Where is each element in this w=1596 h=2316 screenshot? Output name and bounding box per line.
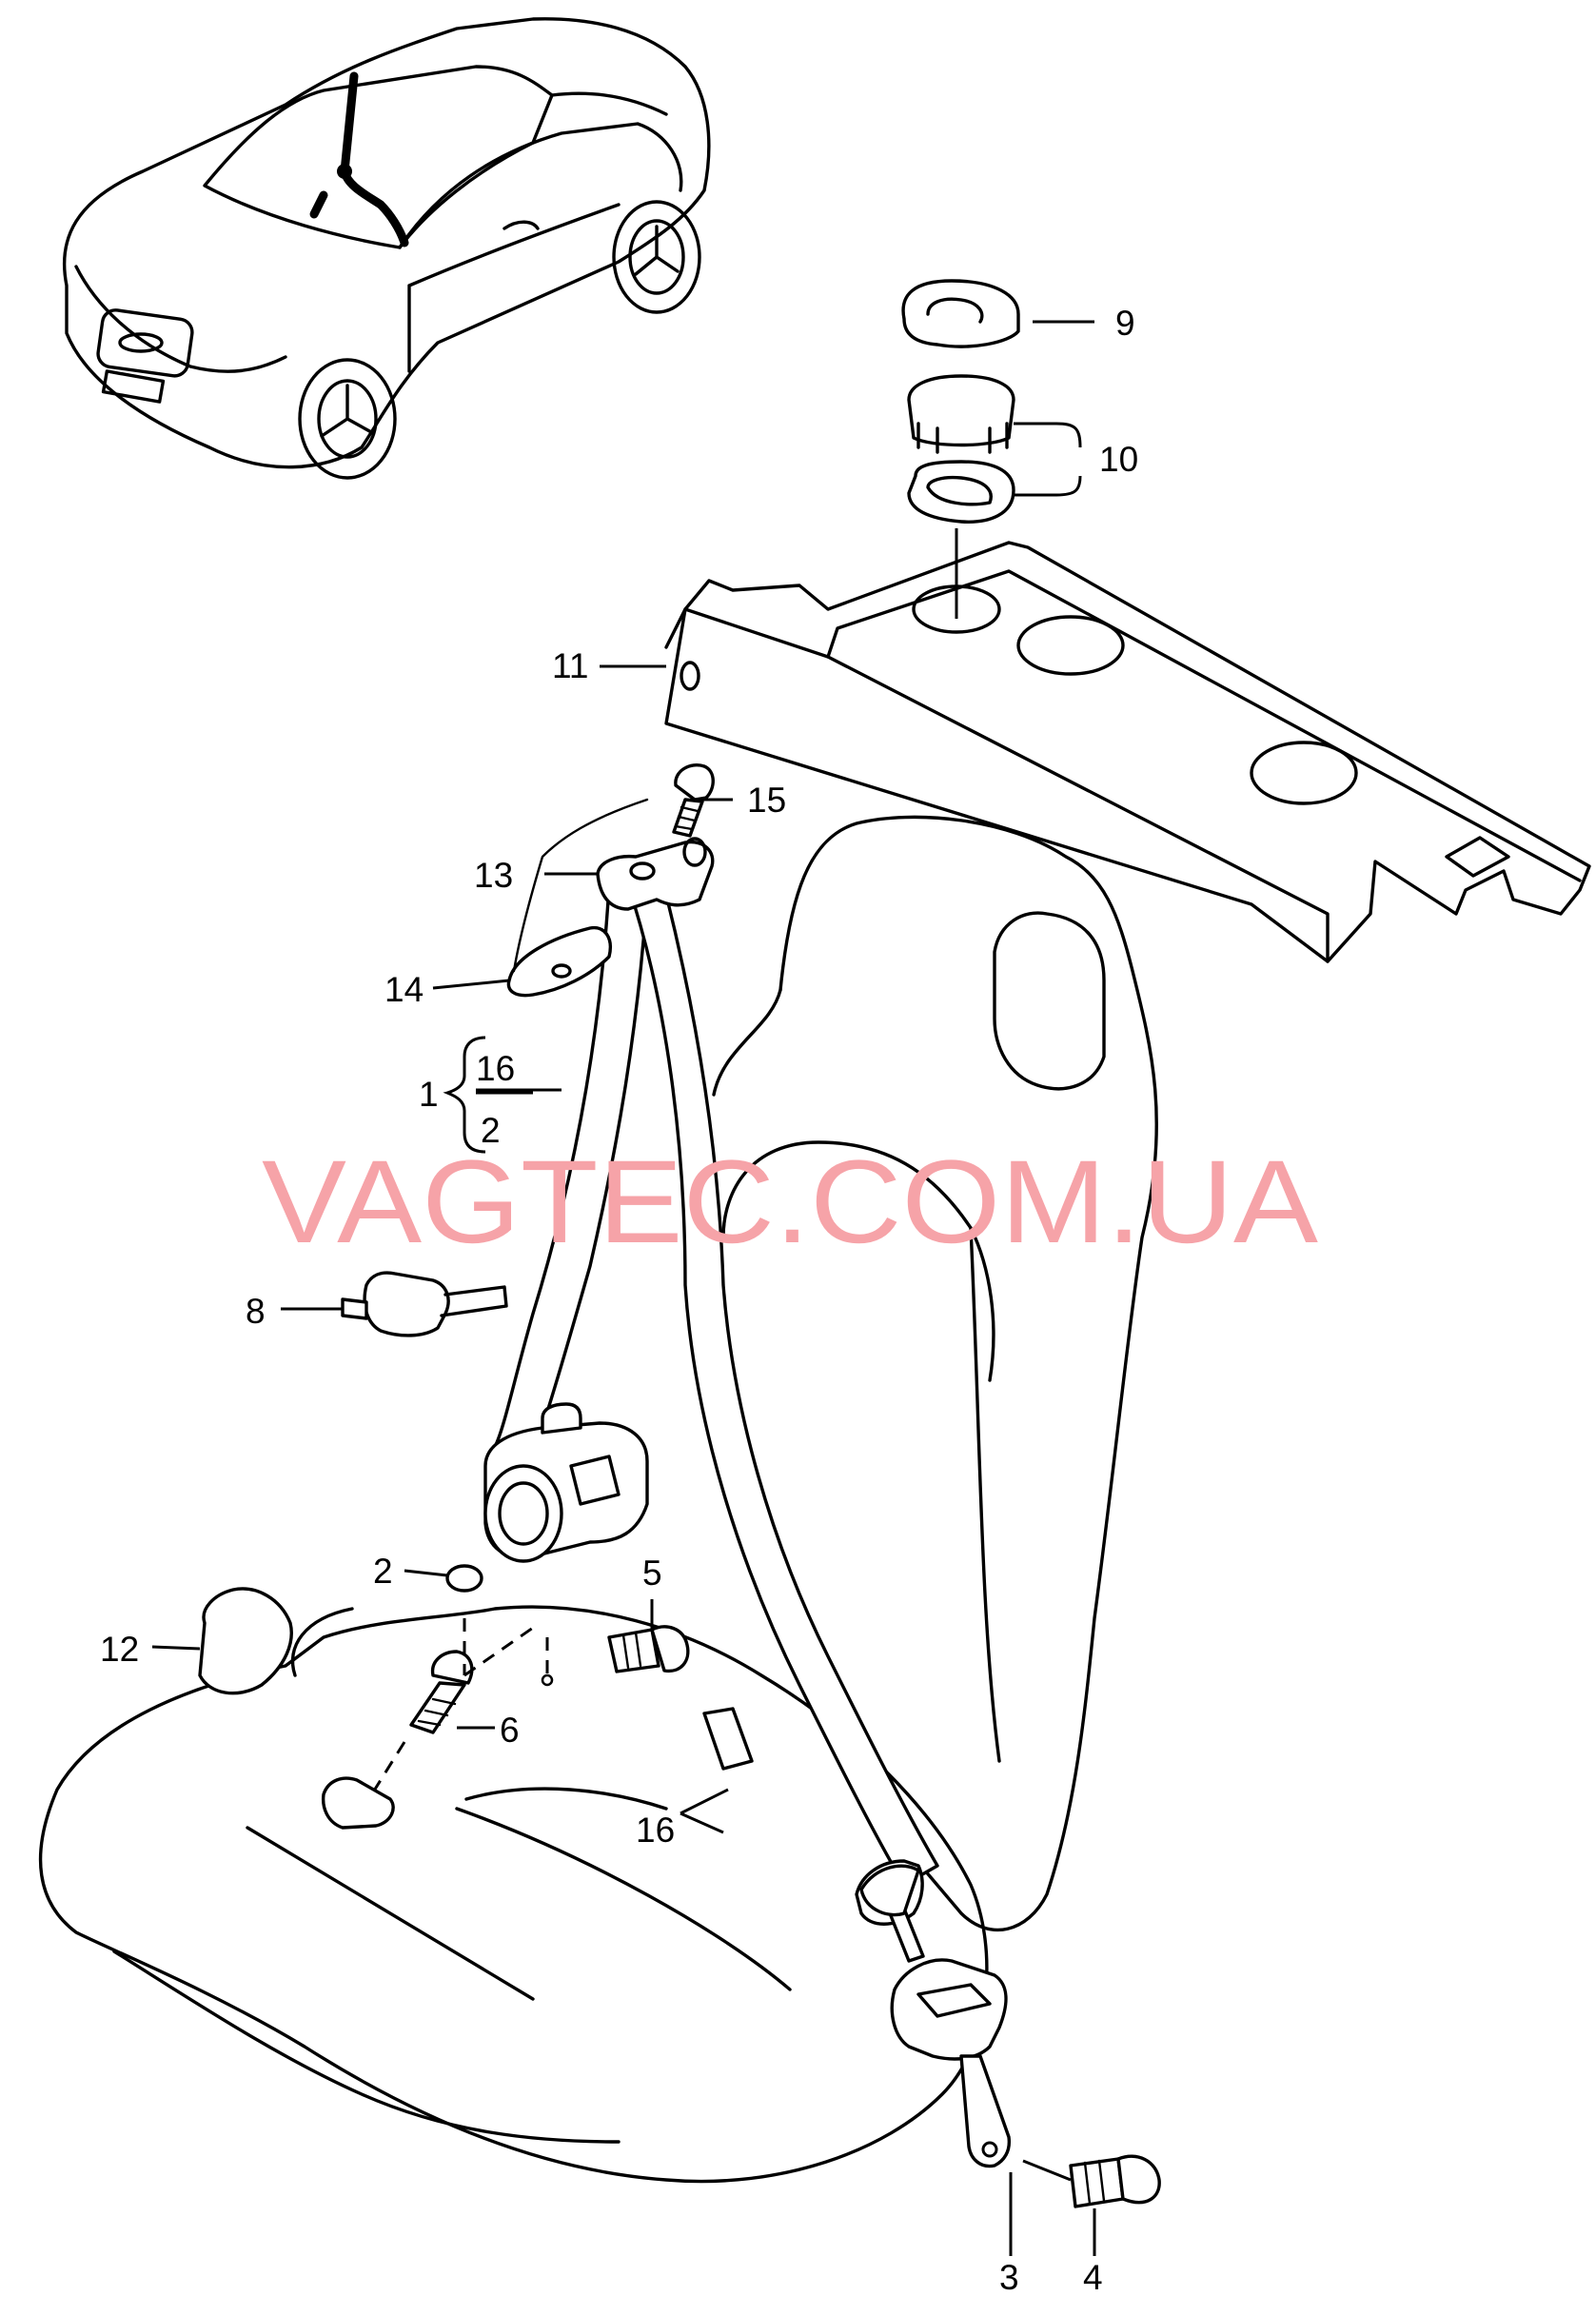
callout-16a: 16 [476, 1049, 515, 1088]
callout-9: 9 [1115, 304, 1135, 343]
callout-15: 15 [747, 781, 786, 820]
callout-2a: 2 [481, 1111, 501, 1150]
seat-icon [38, 815, 1158, 2184]
watermark: VAGTEC.COM.UA [262, 1137, 1318, 1268]
cover-part-12 [198, 1587, 293, 1695]
mount-guide [463, 1618, 549, 1677]
bolt-part-5 [607, 1625, 690, 1673]
seat-belt-assembly-icon [483, 763, 1012, 2168]
callout-6: 6 [500, 1711, 520, 1750]
callout-1: 1 [419, 1075, 439, 1114]
cap-part-2 [445, 1564, 483, 1593]
callout-12: 12 [100, 1630, 139, 1669]
callout-13: 13 [474, 856, 513, 895]
cap-part-9 [901, 279, 1020, 348]
bolt-part-6 [321, 1650, 474, 1830]
callout-16b: 16 [636, 1811, 675, 1850]
trim-panel-part-11 [664, 541, 1591, 963]
leader-lines [151, 320, 1096, 2256]
callout-4: 4 [1083, 2258, 1103, 2297]
callout-5: 5 [642, 1554, 662, 1593]
clip-part-10 [907, 374, 1015, 524]
callout-10: 10 [1099, 440, 1138, 479]
bolt-part-4 [1069, 2154, 1161, 2208]
callout-11: 11 [552, 646, 588, 685]
callout-14: 14 [384, 970, 424, 1009]
callout-3: 3 [999, 2258, 1019, 2297]
tensioner-part-8 [341, 1271, 508, 1337]
car-overview-icon [62, 17, 711, 480]
callout-8: 8 [246, 1292, 266, 1331]
callout-2b: 2 [373, 1552, 393, 1591]
